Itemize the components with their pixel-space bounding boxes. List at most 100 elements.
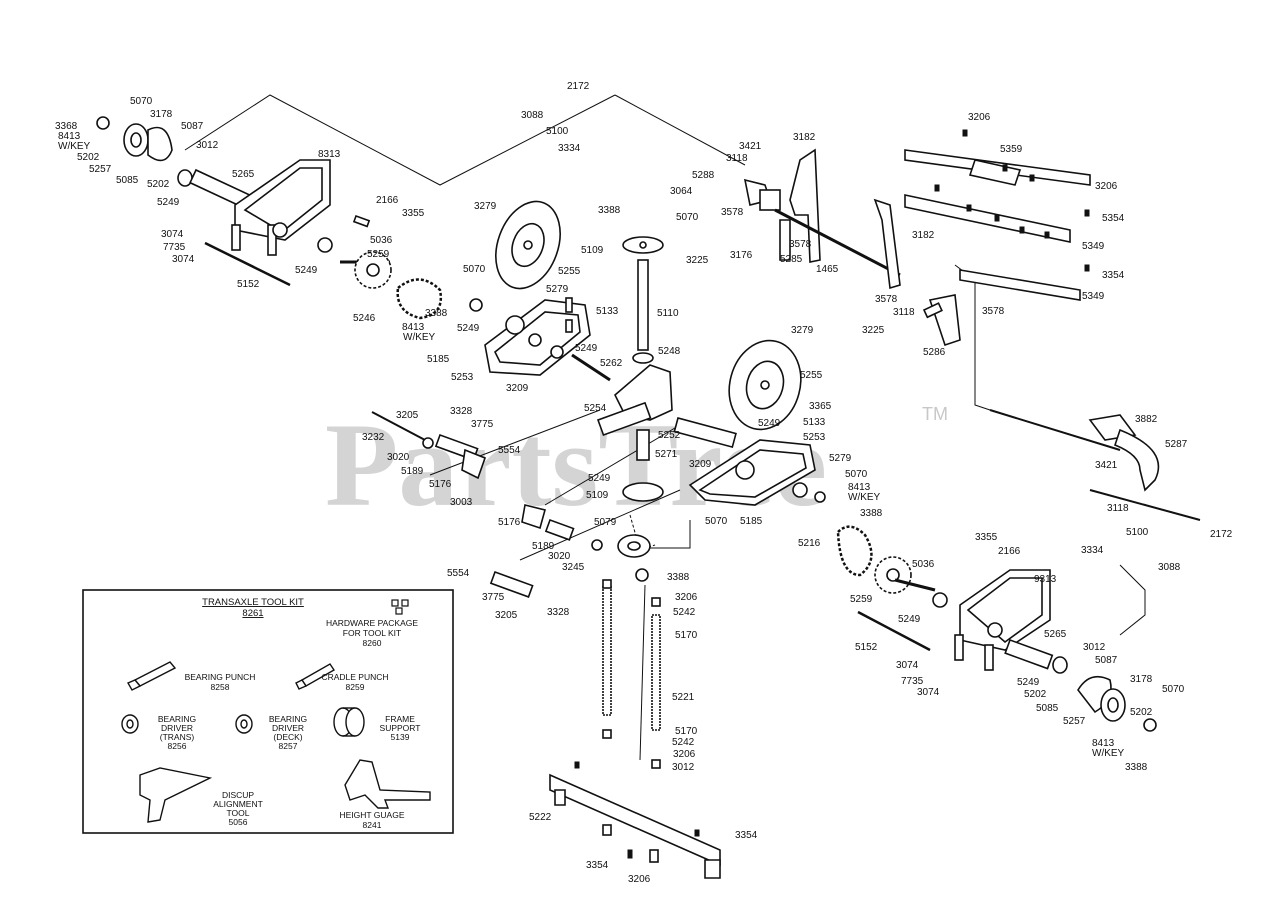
cradle-punch-number: 8259 bbox=[346, 682, 365, 692]
bolt-part bbox=[627, 849, 633, 859]
part-label: 5359 bbox=[1000, 144, 1023, 155]
bearing-driver-deck-line-3: (DECK) bbox=[273, 732, 302, 742]
bolt-part bbox=[1084, 264, 1090, 272]
part-label: 5070 bbox=[705, 516, 728, 527]
part-label: 3355 bbox=[975, 532, 998, 543]
bolt-part bbox=[1044, 231, 1050, 239]
part-label: W/KEY bbox=[58, 141, 91, 152]
part-label: 3279 bbox=[474, 201, 497, 212]
axle-part bbox=[1004, 638, 1054, 670]
part-label: 3578 bbox=[721, 207, 744, 218]
part-label: 5249 bbox=[157, 197, 180, 208]
nut-part bbox=[96, 116, 110, 130]
bearing-driver-trans-icon bbox=[121, 714, 139, 734]
bolt-part bbox=[1084, 209, 1090, 217]
connection-line bbox=[639, 584, 646, 761]
part-label: 3020 bbox=[387, 452, 410, 463]
part-label: 2172 bbox=[567, 81, 590, 92]
washer-part bbox=[632, 352, 654, 364]
part-label: 5249 bbox=[575, 343, 598, 354]
part-label: 2166 bbox=[998, 546, 1021, 557]
height-gauge-icon bbox=[344, 759, 431, 809]
part-label: 5202 bbox=[1130, 707, 1153, 718]
part-label: 3388 bbox=[598, 205, 621, 216]
part-label: 3365 bbox=[809, 401, 832, 412]
tool-kit-title: TRANSAXLE TOOL KIT bbox=[202, 597, 304, 608]
part-label: 3209 bbox=[506, 383, 529, 394]
part-label: 3074 bbox=[161, 229, 184, 240]
part-label: 3088 bbox=[521, 110, 544, 121]
part-label: 3182 bbox=[912, 230, 935, 241]
part-label: 5070 bbox=[1162, 684, 1185, 695]
part-label: 3279 bbox=[791, 325, 814, 336]
part-label: 5259 bbox=[850, 594, 873, 605]
part-label: 3064 bbox=[670, 186, 693, 197]
part-label: 5109 bbox=[586, 490, 609, 501]
part-label: 5070 bbox=[463, 264, 486, 275]
part-label: 5202 bbox=[147, 179, 170, 190]
discup-alignment-line-1: DISCUP bbox=[222, 790, 254, 800]
part-label: 3176 bbox=[730, 250, 753, 261]
center-right-assembly bbox=[673, 339, 936, 594]
part-label: 3882 bbox=[1135, 414, 1158, 425]
part-label: 7735 bbox=[163, 242, 186, 253]
arm-part bbox=[1114, 428, 1160, 492]
part-label: 5287 bbox=[1165, 439, 1188, 450]
cradle-bore bbox=[272, 222, 288, 238]
bearing-punch-icon bbox=[127, 661, 177, 691]
part-label: 3012 bbox=[672, 762, 695, 773]
part-label: 3206 bbox=[1095, 181, 1118, 192]
part-label: 3118 bbox=[726, 153, 748, 164]
part-label: 5170 bbox=[675, 630, 698, 641]
discup-alignment-line-3: TOOL bbox=[227, 808, 250, 818]
shaft-part bbox=[857, 610, 931, 652]
part-label: 5257 bbox=[1063, 716, 1086, 727]
washer-part bbox=[591, 539, 603, 551]
part-label: 3421 bbox=[739, 141, 762, 152]
washer-part bbox=[550, 345, 564, 359]
part-label: 5262 bbox=[600, 358, 623, 369]
connection-line bbox=[184, 94, 616, 186]
part-label: 3334 bbox=[558, 143, 581, 154]
part-label: 5070 bbox=[845, 469, 868, 480]
frame-support-line-2: SUPPORT bbox=[380, 723, 421, 733]
bolt-part bbox=[1019, 226, 1025, 234]
bearing-driver-deck-line-2: DRIVER bbox=[272, 723, 304, 733]
part-label: 5354 bbox=[1102, 213, 1125, 224]
yoke-part bbox=[461, 448, 487, 480]
shaft-part bbox=[204, 241, 291, 287]
part-label: 5252 bbox=[658, 430, 681, 441]
part-label: 3012 bbox=[1083, 642, 1106, 653]
washer-part bbox=[177, 169, 193, 187]
part-label: 3421 bbox=[1095, 460, 1118, 471]
pin-part bbox=[571, 353, 611, 382]
hardware-package-line-1: HARDWARE PACKAGE bbox=[326, 618, 418, 628]
washer-part bbox=[1052, 656, 1068, 674]
tool-kit-box: TRANSAXLE TOOL KIT 8261 HARDWARE PACKAGE… bbox=[82, 589, 454, 834]
part-label: 3775 bbox=[482, 592, 505, 603]
part-label: 3578 bbox=[789, 239, 812, 250]
part-label: 5189 bbox=[401, 466, 424, 477]
part-label: 3232 bbox=[362, 432, 385, 443]
part-label: 5222 bbox=[529, 812, 552, 823]
part-label: 5085 bbox=[1036, 703, 1059, 714]
threaded-rod-part bbox=[602, 584, 612, 716]
cradle-leg bbox=[267, 224, 277, 256]
part-label: 5242 bbox=[673, 607, 696, 618]
link-part bbox=[544, 518, 575, 541]
part-label: 5109 bbox=[581, 245, 604, 256]
part-label: 3012 bbox=[196, 140, 219, 151]
part-label: W/KEY bbox=[848, 492, 881, 503]
part-label: 5189 bbox=[532, 541, 555, 552]
bolt-part bbox=[994, 214, 1000, 222]
part-label: 1465 bbox=[816, 264, 839, 275]
part-label: 5170 bbox=[675, 726, 698, 737]
part-label: 5249 bbox=[1017, 677, 1040, 688]
part-label: 3354 bbox=[586, 860, 609, 871]
shaft-part bbox=[673, 417, 737, 449]
cradle-punch-label: CRADLE PUNCH bbox=[321, 672, 388, 682]
cradle-bore bbox=[987, 622, 1003, 638]
part-label: 3088 bbox=[1158, 562, 1181, 573]
part-label: 3578 bbox=[875, 294, 898, 305]
part-label: 3205 bbox=[495, 610, 518, 621]
